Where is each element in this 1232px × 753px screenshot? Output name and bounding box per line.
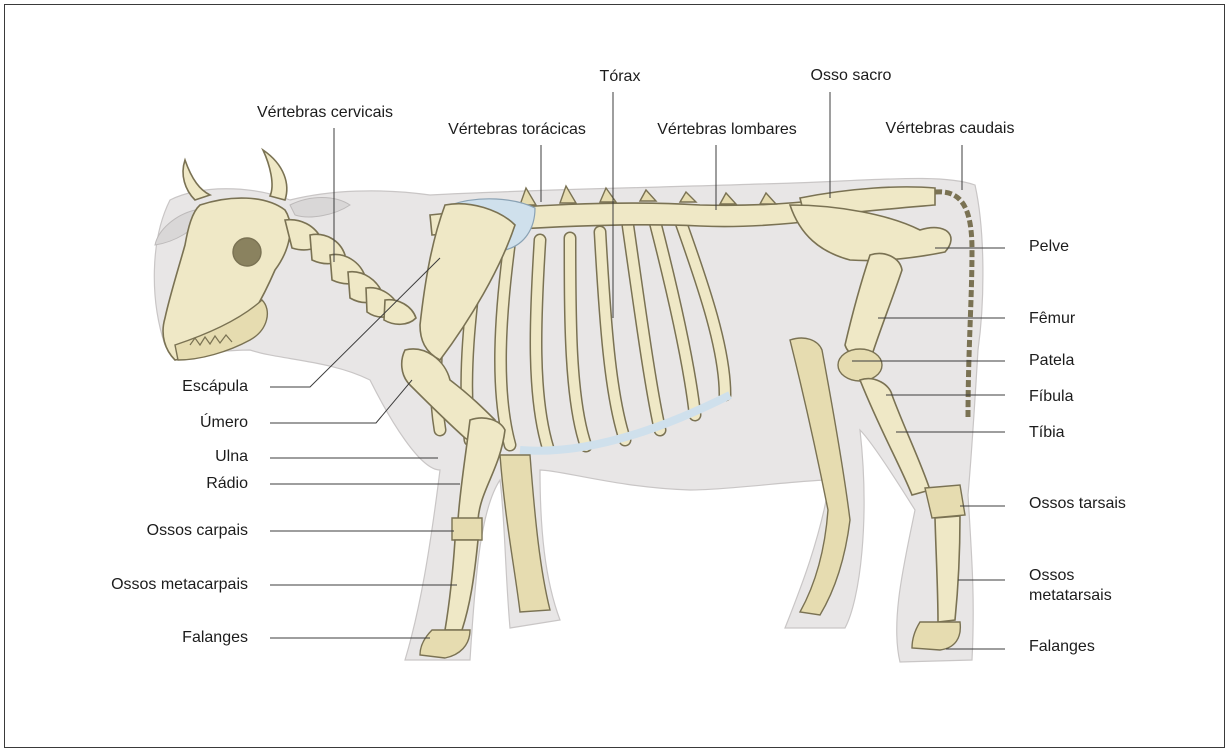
hind-hoof-bones xyxy=(911,621,962,651)
hind-far-leg xyxy=(789,337,851,616)
label-sacrum: Osso sacro xyxy=(810,67,892,84)
front-hoof-bones xyxy=(419,629,471,659)
label-tibia: Tíbia xyxy=(1029,424,1065,441)
ear-right xyxy=(289,197,351,218)
leader-lines xyxy=(270,92,1005,650)
teeth xyxy=(189,334,233,347)
cervical-vertebrae xyxy=(284,218,417,326)
costal-cartilage xyxy=(519,391,732,455)
label-radius: Rádio xyxy=(206,475,248,492)
label-pelvis: Pelve xyxy=(1029,238,1070,255)
label-thoracic-vertebrae: Vértebras torácicas xyxy=(448,121,586,138)
label-femur: Fêmur xyxy=(1029,310,1076,327)
label-humerus: Úmero xyxy=(199,414,248,431)
horn-left xyxy=(182,157,213,201)
label-phalanges-front: Falanges xyxy=(182,629,248,646)
tibia-fibula-bone xyxy=(858,377,932,496)
horn-right xyxy=(261,147,288,201)
label-fibula: Fíbula xyxy=(1029,388,1074,405)
label-cervical-vertebrae: Vértebras cervicais xyxy=(256,104,394,121)
front-far-leg xyxy=(499,454,551,613)
tail-bones xyxy=(934,189,975,421)
label-metacarpals: Ossos metacarpais xyxy=(111,576,248,593)
carpal-bones xyxy=(451,517,483,541)
metatarsal-bone xyxy=(934,515,961,623)
label-thorax: Tórax xyxy=(599,68,641,85)
label-metatarsals-line2: metatarsais xyxy=(1029,587,1112,604)
eye-socket xyxy=(232,237,262,267)
label-carpals: Ossos carpais xyxy=(146,522,248,539)
scapula-bone xyxy=(419,202,516,362)
label-caudal-vertebrae: Vértebras caudais xyxy=(885,120,1015,137)
radius-ulna-bone xyxy=(457,417,506,521)
patella-bone xyxy=(837,348,883,382)
label-patella: Patela xyxy=(1029,352,1075,369)
label-metatarsals-line1: Ossos xyxy=(1029,567,1075,584)
label-scapula: Escápula xyxy=(182,378,248,395)
label-ulna: Ulna xyxy=(215,448,248,465)
label-phalanges-hind: Falanges xyxy=(1029,638,1095,655)
pelvis-bone xyxy=(788,204,952,262)
label-lumbar-vertebrae: Vértebras lombares xyxy=(657,121,797,138)
tarsal-bones xyxy=(924,484,966,519)
label-tarsals: Ossos tarsais xyxy=(1029,495,1126,512)
mandible xyxy=(174,299,269,361)
